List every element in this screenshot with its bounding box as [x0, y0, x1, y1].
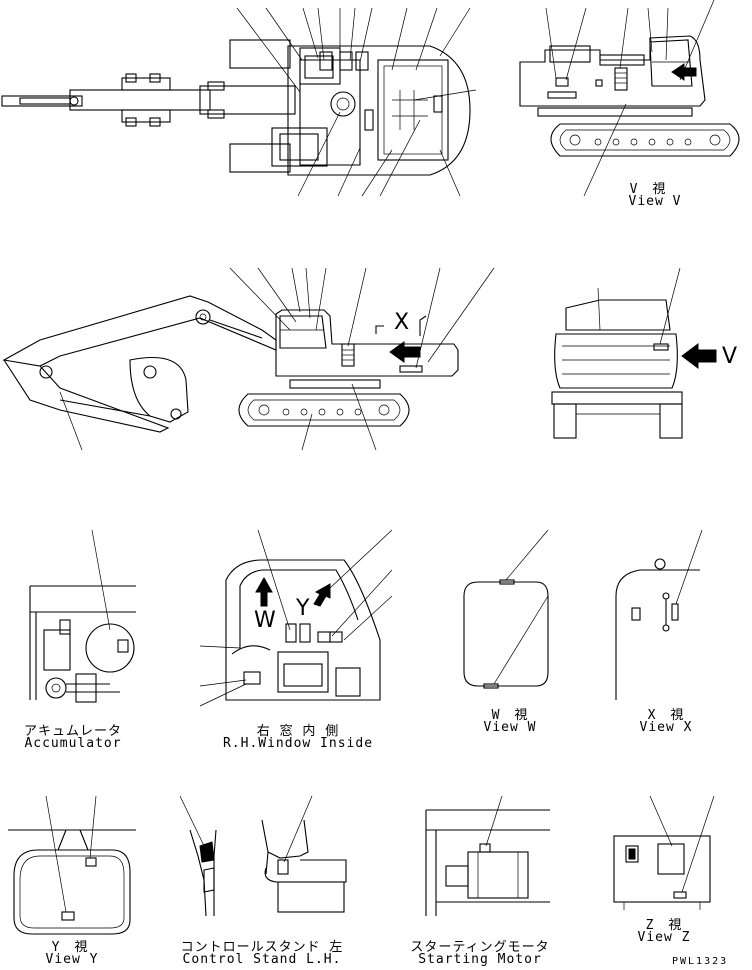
accumulator-en-label: Accumulator [24, 736, 122, 751]
view-y-drawing [8, 795, 136, 935]
view-w-jp-label: W 視 [491, 708, 529, 723]
starting-motor-drawing [425, 795, 550, 916]
starting-motor-en-label: Starting Motor [418, 952, 542, 967]
view-z-drawing [613, 795, 715, 910]
rh-window-jp-label: 右 窓 内 側 [256, 724, 340, 739]
view-x-jp-label: X 視 [647, 708, 685, 723]
drawing-code: PWL1323 [672, 956, 729, 967]
view-w-drawing [463, 529, 549, 689]
rh-window-en-label: R.H.Window Inside [222, 736, 374, 751]
v-marker: V [722, 344, 738, 369]
control-stand-en-label: Control Stand L.H. [182, 952, 342, 967]
rear-view-drawing [551, 267, 717, 439]
view-z-jp-label: Z 視 [645, 918, 683, 933]
starting-motor-jp-label: スターティングモータ [410, 940, 550, 955]
accumulator-jp-label: アキュムレータ [23, 724, 123, 739]
control-stand-jp-label: コントロールスタンド 左 [180, 940, 344, 955]
accumulator-drawing [29, 529, 136, 703]
view-z-en-label: View Z [637, 930, 691, 945]
y-marker: Y [296, 596, 310, 621]
control-stand-drawing [179, 795, 347, 917]
w-marker: W [254, 608, 276, 633]
view-x-drawing [615, 529, 703, 700]
view-y-jp-label: Y 視 [51, 940, 89, 955]
rh-window-drawing [199, 529, 393, 707]
view-y-en-label: View Y [45, 952, 99, 967]
top-plan-view [1, 7, 477, 197]
side-view-drawing [2, 267, 495, 451]
view-v-drawing [519, 0, 740, 197]
view-w-en-label: View W [483, 720, 537, 735]
x-marker: X [394, 310, 410, 335]
view-v-en-label: View V [628, 194, 682, 209]
view-v-jp-label: V 視 [629, 182, 667, 197]
view-x-en-label: View X [639, 720, 693, 735]
